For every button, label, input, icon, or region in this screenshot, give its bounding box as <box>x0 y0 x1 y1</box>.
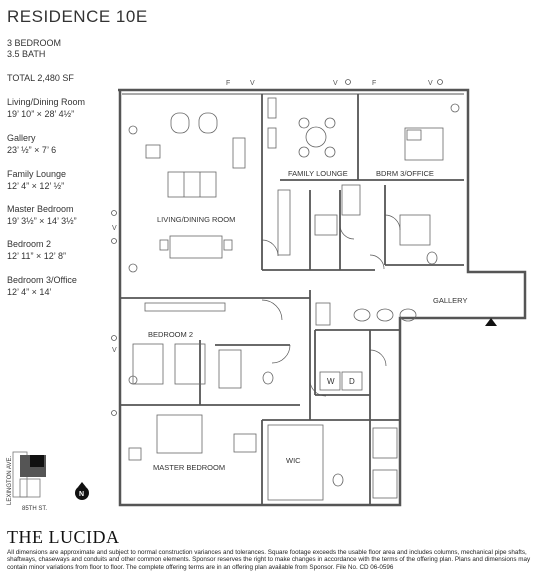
furniture <box>128 97 460 501</box>
room-dims-bedroom2: 12’ 11” × 12’ 8” <box>7 251 66 261</box>
label-wic: WIC <box>286 456 301 465</box>
exterior-walls <box>118 88 527 507</box>
label-living-dining: LIVING/DINING ROOM <box>157 215 235 224</box>
room-name-living: Living/Dining Room <box>7 97 86 107</box>
svg-text:V: V <box>112 347 117 354</box>
north-arrow-icon <box>75 486 89 500</box>
svg-text:V: V <box>333 80 338 87</box>
label-washer: W <box>327 377 335 386</box>
north-label: N <box>79 491 84 498</box>
entry-arrow-icon <box>485 318 497 326</box>
total-sf: TOTAL 2,480 SF <box>7 73 74 83</box>
label-bdrm3: BDRM 3/OFFICE <box>376 169 434 178</box>
bath-count: 3.5 BATH <box>7 49 46 59</box>
svg-text:F: F <box>372 80 376 87</box>
room-dims-bdrm3: 12’ 4” × 14’ <box>7 287 52 297</box>
label-gallery: GALLERY <box>433 296 467 305</box>
room-name-bdrm3: Bedroom 3/Office <box>7 275 77 285</box>
room-dims-master: 19’ 3½” × 14’ 3½” <box>7 216 77 226</box>
svg-text:V: V <box>250 80 255 87</box>
key-plan-street: 85TH ST. <box>22 506 47 512</box>
interior-walls <box>120 94 464 505</box>
label-dryer: D <box>349 377 355 386</box>
door-swings <box>261 214 401 397</box>
label-bedroom2: BEDROOM 2 <box>148 330 193 339</box>
key-plan-avenue: LEXINGTON AVE. <box>7 456 13 505</box>
legal-disclaimer: All dimensions are approximate and subje… <box>7 549 531 571</box>
key-plan: LEXINGTON AVE. 85TH ST. N <box>7 451 89 512</box>
room-name-master: Master Bedroom <box>7 204 74 214</box>
svg-text:V: V <box>428 80 433 87</box>
brand-name: THE LUCIDA <box>7 527 120 547</box>
room-name-gallery: Gallery <box>7 133 36 143</box>
svg-text:V: V <box>112 225 117 232</box>
room-dims-family: 12’ 4” × 12’ ½” <box>7 181 65 191</box>
room-dims-gallery: 23’ ½” × 7’ 6 <box>7 145 57 155</box>
bedroom-count: 3 BEDROOM <box>7 38 62 48</box>
room-name-family: Family Lounge <box>7 169 67 179</box>
window-ticks: F V V F V V V <box>112 80 433 354</box>
svg-text:F: F <box>226 80 230 87</box>
room-dims-living: 19’ 10” × 28’ 4½” <box>7 109 75 119</box>
residence-title: RESIDENCE 10E <box>7 7 148 26</box>
label-master-bedroom: MASTER BEDROOM <box>153 463 225 472</box>
wall-markers <box>111 79 443 416</box>
room-name-bedroom2: Bedroom 2 <box>7 239 52 249</box>
label-family-lounge: FAMILY LOUNGE <box>288 169 348 178</box>
